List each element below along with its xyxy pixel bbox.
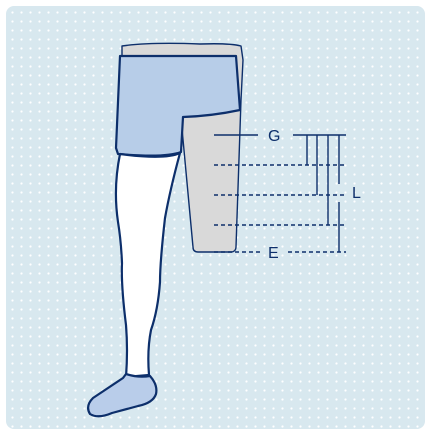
label-e: E <box>268 245 279 262</box>
healthy-leg <box>116 153 180 377</box>
foot <box>88 374 156 416</box>
label-g: G <box>268 128 280 145</box>
label-l: L <box>352 185 361 202</box>
